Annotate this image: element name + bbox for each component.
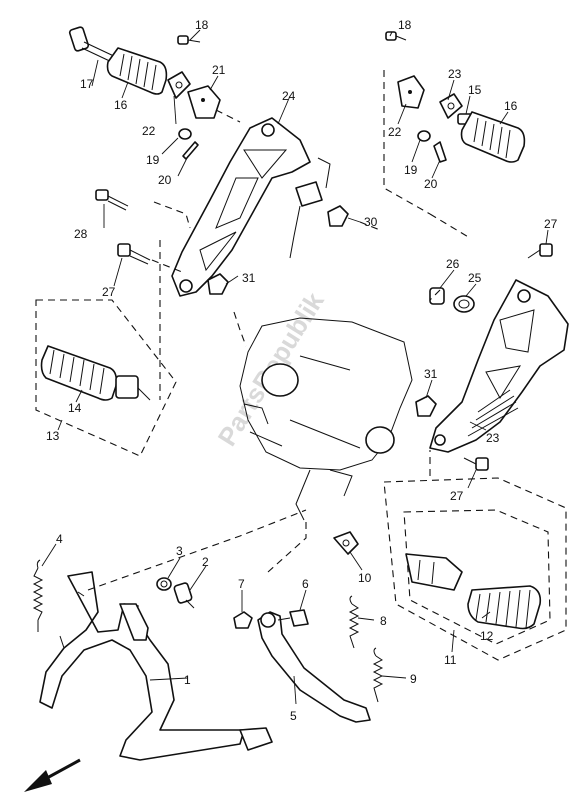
footrest-12 (467, 585, 542, 630)
callout-15: 15 (468, 83, 482, 97)
center-stand-1 (39, 571, 273, 761)
callout-labels: 18 17 16 21 22 19 20 24 30 28 27 31 18 2… (46, 18, 558, 723)
bolt-30-assembly (289, 157, 349, 259)
callout-30: 30 (364, 215, 378, 229)
spacer-25 (453, 295, 475, 313)
footrest-assy-13-box (35, 299, 177, 457)
pin-20-right (433, 141, 447, 163)
callout-26: 26 (446, 257, 460, 271)
callout-14: 14 (68, 401, 82, 415)
callout-12: 12 (480, 629, 494, 643)
callout-18-right: 18 (398, 18, 412, 32)
callout-24: 24 (282, 89, 296, 103)
callout-6: 6 (302, 577, 309, 591)
frame-section (239, 317, 413, 521)
callout-11: 11 (444, 653, 457, 667)
right-footrest-21-bracket (397, 75, 425, 109)
callout-18-left: 18 (195, 18, 209, 32)
clip-19-left (178, 128, 192, 140)
side-stand-5 (257, 611, 371, 723)
bolt-2 (173, 582, 195, 609)
callout-29: 28 (74, 227, 88, 241)
callout-20-left: 20 (158, 173, 172, 187)
callout-21-left: 21 (212, 63, 226, 77)
callout-28: 27 (102, 285, 116, 299)
spring-9 (372, 647, 384, 703)
nut-31-left (207, 273, 229, 295)
callout-13: 13 (46, 429, 60, 443)
nut-31-right (415, 395, 437, 417)
right-bracket-23 (429, 279, 569, 453)
callout-25: 25 (468, 271, 482, 285)
plate-10 (333, 531, 359, 555)
nut-7 (233, 611, 253, 629)
callout-27-bottom: 27 (450, 489, 464, 503)
callout-8: 8 (380, 614, 387, 628)
callout-16-left: 16 (114, 98, 128, 112)
callout-27-top: 27 (544, 217, 558, 231)
callout-19-left: 19 (146, 153, 160, 167)
left-footrest-16-rubber (106, 47, 168, 95)
callout-5: 5 (290, 709, 297, 723)
callout-16-right: 16 (504, 99, 518, 113)
callout-9: 9 (410, 672, 417, 686)
footrest-12-pin (405, 553, 463, 591)
callout-20-right: 20 (424, 177, 438, 191)
bolt-28 (117, 243, 151, 265)
bolt-27-top (527, 243, 553, 259)
callout-4: 4 (56, 532, 63, 546)
washer-3 (156, 577, 172, 591)
callout-31-right: 31 (424, 367, 438, 381)
footrest-14 (40, 345, 151, 401)
bolt-29 (95, 189, 129, 211)
callout-19-right: 19 (404, 163, 418, 177)
callout-7: 7 (238, 577, 245, 591)
callout-22-left: 22 (142, 124, 156, 138)
callout-21-right: 22 (388, 125, 402, 139)
right-footrest-16-rubber (460, 111, 526, 163)
spring-4 (32, 559, 44, 632)
callout-2: 2 (202, 555, 209, 569)
spring-8 (348, 595, 360, 649)
left-footrest-17-shaft (68, 26, 119, 65)
callout-23: 23 (486, 431, 500, 445)
bolt-27-bottom (463, 457, 489, 471)
front-direction-arrow (24, 758, 81, 792)
callout-31-left: 31 (242, 271, 256, 285)
leader-lines (41, 29, 549, 705)
pin-20-left (182, 141, 199, 160)
center-stand-arm (119, 603, 149, 641)
callout-10: 10 (358, 571, 372, 585)
bush-26 (429, 287, 445, 305)
bolt-6 (277, 609, 309, 627)
footrest-assy-11-box (383, 477, 567, 661)
callout-1: 1 (184, 673, 191, 687)
bolt-18-right (385, 31, 407, 41)
callout-3: 3 (176, 544, 183, 558)
connector-lines (87, 70, 471, 591)
bolt-18-left (177, 35, 201, 45)
callout-22-right: 23 (448, 67, 462, 81)
clip-19-right (417, 130, 431, 142)
left-bracket-24 (171, 117, 311, 297)
callout-17: 17 (80, 77, 94, 91)
left-footrest-22-washer (167, 71, 191, 99)
left-footrest-21-bracket (187, 85, 221, 119)
